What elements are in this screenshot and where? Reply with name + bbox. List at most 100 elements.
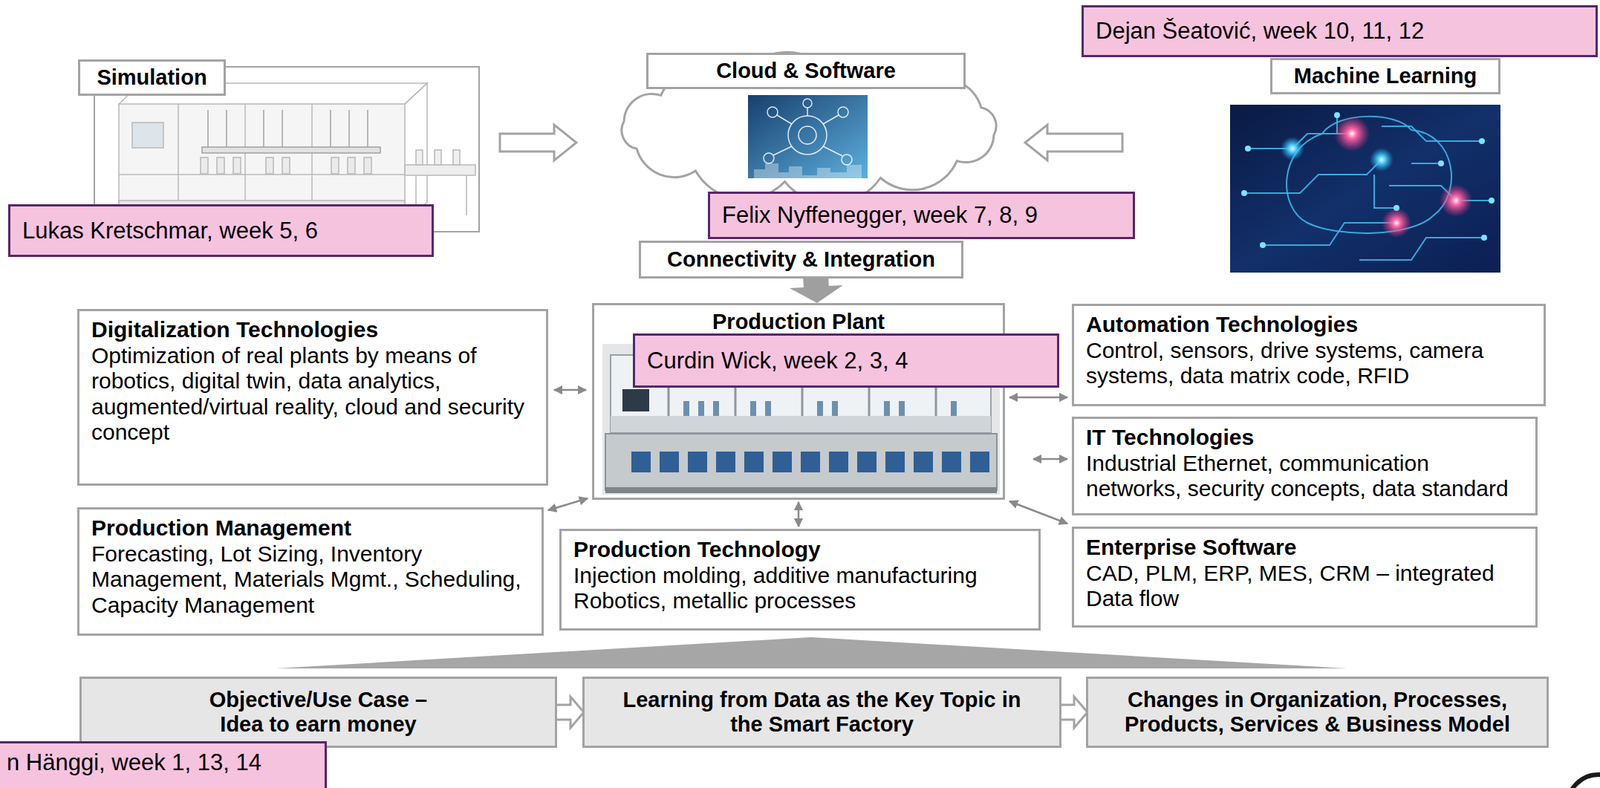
- cloud-illustration: [776, 115, 792, 125]
- neural-circuit-image: [1411, 162, 1442, 165]
- filling-machine-sketch: [331, 157, 339, 174]
- filling-machine-sketch: [282, 157, 290, 174]
- lecturer-callout: n Hänggi, week 1, 13, 14: [0, 741, 327, 788]
- production-plant-photo: [828, 451, 849, 473]
- production-plant-photo: [913, 451, 933, 473]
- box-body: Injection molding, additive manufacturin…: [573, 563, 1027, 615]
- cloud-illustration: [841, 154, 852, 165]
- lecturer-label: Lukas Kretschmar, week 5, 6: [22, 217, 318, 245]
- lecturer-label: Dejan Šeatović, week 10, 11, 12: [1095, 17, 1424, 45]
- lecturer-callout: Curdin Wick, week 2, 3, 4: [632, 333, 1060, 388]
- filling-machine-sketch: [434, 150, 442, 165]
- cloud-illustration: [788, 115, 827, 155]
- filling-machine-sketch: [465, 175, 468, 216]
- box-body: Control, sensors, drive systems, camera …: [1085, 337, 1532, 390]
- corner-logo-arc: [1567, 774, 1600, 788]
- production-plant-photo: [772, 451, 792, 473]
- topic-box: Enterprise SoftwareCAD, PLM, ERP, MES, C…: [1071, 526, 1538, 628]
- production-plant-photo: [970, 451, 990, 473]
- production-plant-photo: [750, 401, 757, 416]
- neural-circuit-image: [1481, 234, 1488, 241]
- lecturer-callout: Dejan Šeatović, week 10, 11, 12: [1081, 5, 1598, 58]
- filling-machine-sketch: [453, 150, 460, 165]
- box-heading: Production Technology: [573, 537, 1027, 564]
- filling-machine-sketch: [200, 157, 372, 174]
- production-plant-photo: [713, 401, 720, 416]
- production-plant-photo: [659, 451, 679, 473]
- cloud-illustration: [823, 115, 839, 125]
- neural-circuit-image: [1280, 136, 1305, 161]
- production-plant-photo: [622, 389, 650, 412]
- neural-circuit-image: [1369, 147, 1394, 172]
- box-heading: Connectivity & Integration: [648, 247, 954, 272]
- filling-machine-sketch: [202, 147, 381, 154]
- production-plant-photo: [631, 451, 651, 473]
- filling-machine-sketch: [363, 157, 372, 174]
- neural-circuit-image: [1230, 104, 1501, 273]
- cloud-illustration: [763, 98, 852, 165]
- cloud-illustration: [802, 98, 812, 108]
- double-arrow: [548, 498, 588, 511]
- topic-box: Production ManagementForecasting, Lot Si…: [77, 507, 544, 636]
- production-plant-photo: [950, 401, 957, 416]
- neural-circuit-image: [1244, 159, 1382, 194]
- production-plant-photo: [941, 451, 962, 473]
- topic-box: IT TechnologiesIndustrial Ethernet, comm…: [1071, 416, 1538, 516]
- panel-heading: Machine Learning: [1270, 57, 1501, 95]
- production-plant-photo: [744, 451, 764, 473]
- production-plant-photo: [605, 487, 997, 494]
- production-plant-photo: [885, 451, 905, 473]
- box-body: CAD, PLM, ERP, MES, CRM – integrated Dat…: [1085, 560, 1524, 613]
- production-plant-photo: [698, 401, 705, 416]
- lecturer-label: n Hänggi, week 1, 13, 14: [6, 749, 262, 777]
- production-plant-photo: [716, 451, 736, 473]
- production-plant-photo: [817, 401, 824, 416]
- neural-circuit-image: [1241, 112, 1495, 249]
- filling-machine-sketch: [347, 157, 356, 174]
- filling-machine-sketch: [404, 83, 428, 223]
- neural-circuit-image: [1438, 160, 1445, 167]
- band-text: Learning from Data as the Key Topic in t…: [614, 687, 1031, 738]
- box-body: Industrial Ethernet, communication netwo…: [1085, 450, 1524, 503]
- flow-band: Objective/Use Case – Idea to earn money: [79, 676, 558, 749]
- neural-circuit-image: [1244, 145, 1251, 152]
- plant-heading: Production Plant: [601, 309, 996, 335]
- band-text: Changes in Organization, Processes, Prod…: [1120, 687, 1515, 738]
- production-plant-photo: [883, 401, 890, 416]
- block-arrow: [499, 124, 577, 161]
- neural-circuit-image: [1244, 115, 1492, 260]
- double-arrow: [1009, 501, 1068, 524]
- plant-box: Production Plant: [592, 303, 1006, 500]
- band-text: Objective/Use Case – Idea to earn money: [199, 687, 438, 738]
- production-plant-photo: [631, 451, 990, 473]
- lecturer-callout: Lukas Kretschmar, week 5, 6: [8, 204, 434, 258]
- neural-circuit-image: [1359, 237, 1485, 260]
- cloud-illustration: [823, 146, 843, 156]
- filling-machine-sketch: [225, 109, 228, 148]
- neural-circuit-image: [1230, 104, 1501, 273]
- cloud-shape: Cloud & Software: [597, 46, 1021, 205]
- topic-box: Digitalization TechnologiesOptimization …: [77, 309, 549, 486]
- topic-box: Production TechnologyInjection molding, …: [559, 528, 1041, 631]
- filling-machine-sketch: [216, 157, 225, 174]
- neural-circuit-image: [1478, 138, 1485, 145]
- production-plant-photo: [683, 401, 957, 416]
- filling-machine-sketch: [233, 157, 241, 174]
- neural-circuit-image: [1488, 197, 1495, 204]
- filling-machine-sketch: [132, 122, 164, 148]
- neural-circuit-image: [1381, 207, 1412, 238]
- box-heading: Production Management: [91, 515, 530, 542]
- filling-machine-sketch: [348, 109, 350, 148]
- panel-heading: Cloud & Software: [646, 52, 966, 90]
- box-heading: Digitalization Technologies: [91, 317, 535, 344]
- production-plant-photo: [831, 401, 838, 416]
- flow-band: Changes in Organization, Processes, Prod…: [1085, 676, 1549, 749]
- cloud-illustration: [753, 163, 862, 179]
- cloud-illustration: [798, 126, 817, 145]
- lecturer-label: Curdin Wick, week 2, 3, 4: [646, 347, 908, 375]
- neural-circuit-image: [1381, 126, 1482, 142]
- filling-machine-sketch: [281, 109, 284, 148]
- filling-machine-sketch: [207, 109, 209, 148]
- neural-circuit-image: [1241, 190, 1248, 197]
- topic-box: Automation TechnologiesControl, sensors,…: [1071, 303, 1546, 407]
